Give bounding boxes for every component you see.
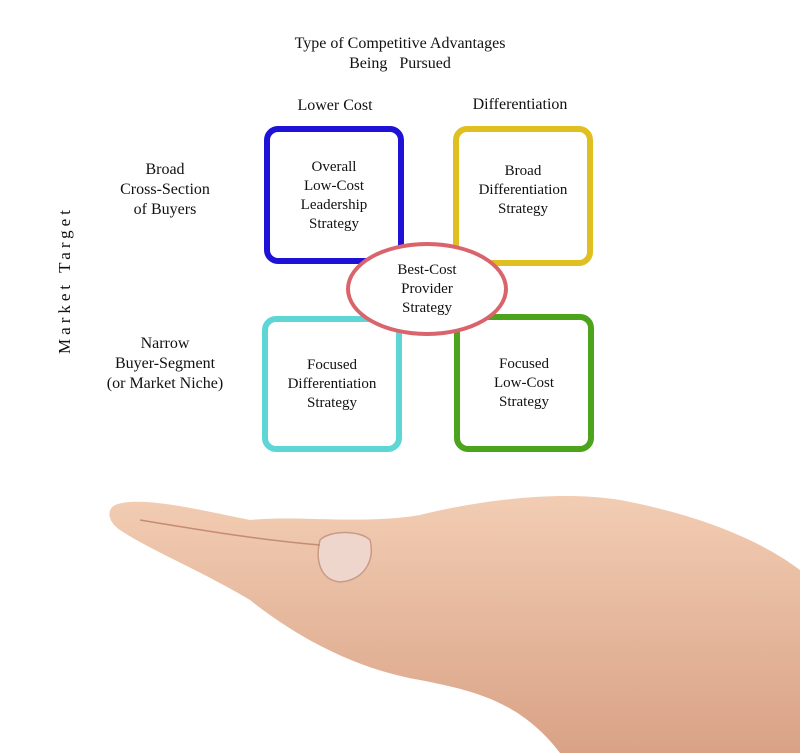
box-text: Overall (311, 159, 357, 175)
ellipse-text: Strategy (402, 299, 452, 316)
row-label-line: Broad (145, 161, 185, 178)
row-label-line: (or Market Niche) (106, 375, 224, 392)
box-text: Focused (499, 355, 549, 372)
box-focused-low-cost: Focused Low-Cost Strategy (454, 314, 594, 452)
box-text: Strategy (499, 393, 549, 410)
header-title-line2: Being Pursued (349, 55, 451, 72)
axis-label-market-target: Market Target (55, 206, 74, 354)
ellipse-text: Best-Cost (397, 261, 457, 278)
row-label-line: Cross-Section (120, 181, 210, 198)
box-text: Differentiation (287, 375, 377, 392)
box-text: Leadership (300, 197, 368, 213)
box-text: Strategy (497, 201, 548, 217)
ellipse-best-cost-provider: Best-Cost Provider Strategy (346, 242, 508, 336)
box-text: Low-Cost (494, 374, 554, 391)
row-label-line: of Buyers (133, 201, 197, 218)
row-label-broad: Broad Cross-Section of Buyers (90, 160, 240, 220)
row-label-narrow: Narrow Buyer-Segment (or Market Niche) (80, 334, 250, 394)
column-label-differentiation: Differentiation (472, 96, 568, 113)
column-label-lower-cost: Lower Cost (297, 97, 373, 114)
box-text: Focused (306, 356, 357, 373)
box-text: Strategy (306, 394, 357, 411)
box-text: Broad (504, 163, 542, 179)
box-text: Low-Cost (303, 178, 364, 194)
box-focused-differentiation: Focused Differentiation Strategy (262, 316, 402, 452)
row-label-line: Buyer-Segment (114, 355, 216, 372)
row-label-line: Narrow (140, 335, 190, 352)
box-broad-differentiation: Broad Differentiation Strategy (453, 126, 593, 266)
box-text: Differentiation (478, 182, 568, 198)
box-text: Strategy (308, 216, 359, 232)
ellipse-text: Provider (401, 280, 453, 297)
box-overall-low-cost-leadership: Overall Low-Cost Leadership Strategy (264, 126, 404, 264)
header-title-line1: Type of Competitive Advantages (294, 35, 506, 52)
